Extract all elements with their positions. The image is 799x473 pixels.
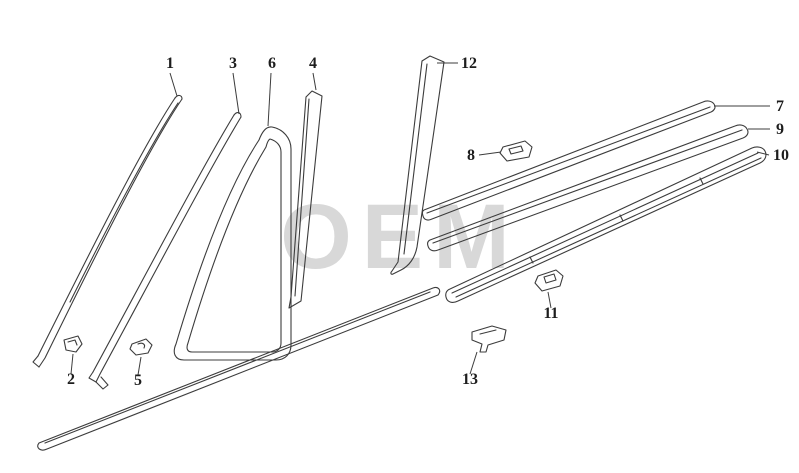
part-3-foot	[95, 376, 109, 390]
callout-5: 5	[134, 372, 142, 389]
door-molding-inner	[44, 291, 431, 444]
leader-lines	[70, 62, 770, 376]
clip-2	[63, 335, 83, 353]
part-1-outline	[38, 98, 183, 368]
part-3-outline	[233, 112, 242, 118]
part-6-window-seal	[173, 126, 292, 361]
strip-10-tick	[619, 214, 624, 222]
callout-2: 2	[67, 371, 75, 388]
part-3-outline	[95, 116, 242, 383]
strip-10	[445, 146, 767, 303]
part-12-inner	[403, 63, 428, 255]
leader-line-2	[70, 353, 74, 375]
strip-9	[427, 124, 749, 252]
clip-8-outline	[499, 140, 533, 162]
clip-13	[471, 325, 507, 353]
leader-line-4	[312, 72, 317, 91]
callout-1: 1	[166, 55, 174, 72]
part-3-outline	[88, 371, 97, 383]
callout-7: 7	[776, 98, 784, 115]
clip-5	[129, 338, 153, 356]
callout-12: 12	[461, 55, 477, 72]
strip-10-tick	[529, 256, 534, 264]
callout-8: 8	[467, 147, 475, 164]
callout-10: 10	[773, 147, 789, 164]
part-12-pillar-trim	[390, 55, 445, 275]
door-molding-outline	[37, 286, 441, 451]
leader-line-1	[169, 72, 178, 97]
strip-9-outline	[427, 124, 749, 252]
leader-line-8	[478, 151, 502, 156]
callout-9: 9	[776, 121, 784, 138]
clip-5-outline	[129, 338, 153, 356]
clip-8-detail	[508, 145, 524, 155]
callout-13: 13	[462, 371, 478, 388]
diagram-linework	[32, 55, 767, 451]
callout-4: 4	[309, 55, 317, 72]
part-1-front-trim	[32, 94, 183, 368]
strip-10-inner	[455, 157, 762, 298]
clip-5-detail	[137, 342, 146, 349]
clip-11-outline	[534, 269, 564, 292]
part-4-inner	[294, 98, 310, 297]
strip-10-tick	[699, 177, 704, 185]
part-12-outline	[390, 55, 445, 275]
leader-line-6	[267, 72, 272, 127]
clip-11	[534, 269, 564, 292]
part-1-outline	[69, 102, 179, 303]
part-4-bar-trim	[288, 90, 323, 309]
strip-7-outline	[421, 100, 716, 221]
leader-line-11	[547, 291, 552, 309]
clip-2-detail	[67, 339, 78, 346]
clip-8	[499, 140, 533, 162]
strip-10-outline	[445, 146, 767, 303]
callout-6: 6	[268, 55, 276, 72]
part-3-outline	[92, 114, 235, 373]
callouts: 1 3 6 4 12 7 9 10 8 2 5 11 13	[67, 55, 789, 389]
part-1-outline	[174, 94, 183, 100]
clip-13-outline	[471, 325, 507, 353]
strip-7-inner	[426, 106, 711, 214]
part-4-outline	[288, 90, 323, 309]
callout-3: 3	[229, 55, 237, 72]
leader-line-13	[469, 351, 478, 375]
strip-7	[421, 100, 716, 221]
part-1-outline	[32, 355, 40, 368]
part-1-outline	[37, 97, 176, 357]
clip-11-detail	[543, 273, 557, 284]
door-molding	[37, 286, 441, 451]
leader-line-10	[756, 151, 770, 156]
strip-10-inner	[451, 152, 759, 294]
leader-line-5	[137, 356, 142, 376]
watermark: OEM	[280, 186, 520, 288]
callout-11: 11	[543, 305, 558, 322]
clip-2-outline	[63, 335, 83, 353]
strip-9-inner	[432, 129, 743, 244]
leader-line-3	[232, 72, 240, 115]
part-6-outer	[173, 126, 292, 361]
part-6-inner	[186, 138, 282, 353]
clip-13-detail	[479, 329, 497, 335]
